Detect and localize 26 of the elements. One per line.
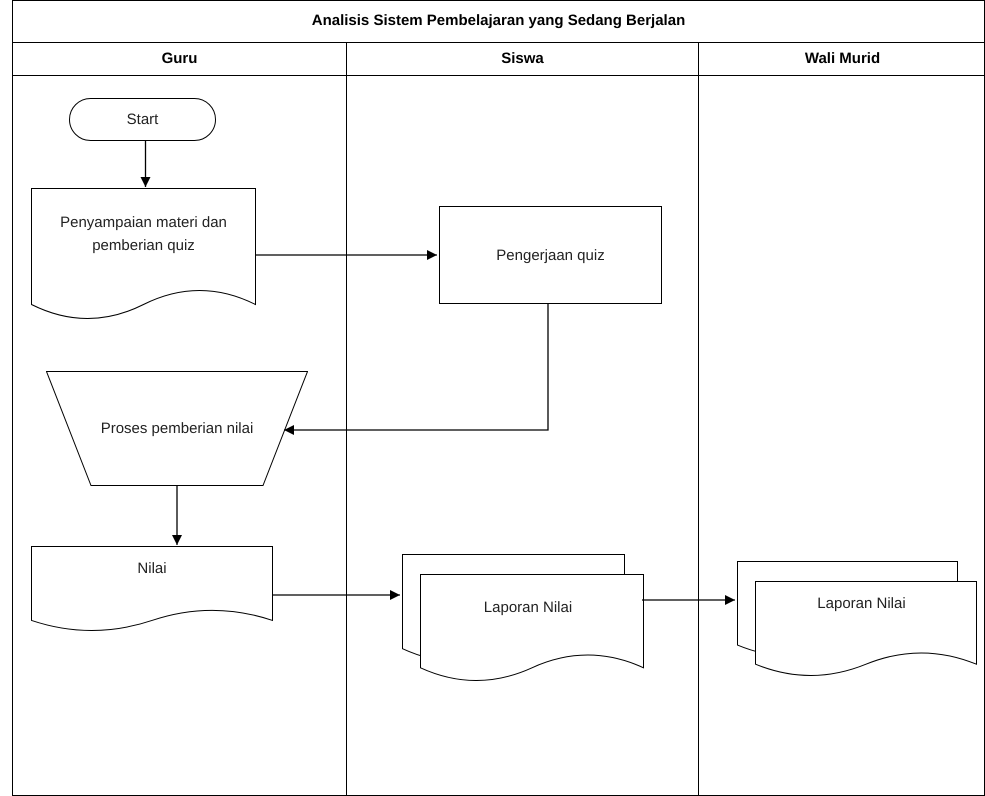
- node-text: Pengerjaan quiz: [496, 246, 605, 266]
- swimlane: [346, 43, 698, 796]
- lane-header: Guru: [13, 43, 346, 76]
- lane-header: Siswa: [347, 43, 698, 76]
- document-shape: [31, 188, 256, 319]
- node-text: Start: [126, 110, 158, 130]
- swimlane: [698, 43, 985, 796]
- arrow: [172, 485, 182, 545]
- arrow: [272, 590, 400, 600]
- terminator-shape: [69, 98, 216, 141]
- diagram-title: Analisis Sistem Pembelajaran yang Sedang Berjalan: [13, 1, 984, 43]
- multidoc-shape: [402, 554, 644, 681]
- node-text: Laporan Nilai: [817, 594, 906, 614]
- arrow: [642, 595, 735, 605]
- arrow: [284, 303, 549, 435]
- process-shape: [439, 206, 662, 304]
- document-shape: [31, 546, 273, 631]
- multidoc-shape: [737, 561, 977, 676]
- node-text: Proses pemberian nilai: [100, 419, 254, 439]
- node-text: Penyampaian materi dan pemberian quiz: [59, 212, 228, 256]
- lane-header: Wali Murid: [699, 43, 985, 76]
- node-text: Nilai: [137, 559, 167, 579]
- node-text: Laporan Nilai: [484, 598, 572, 618]
- arrow: [255, 250, 437, 260]
- arrow: [140, 140, 150, 187]
- manual-operation-shape: [46, 371, 308, 486]
